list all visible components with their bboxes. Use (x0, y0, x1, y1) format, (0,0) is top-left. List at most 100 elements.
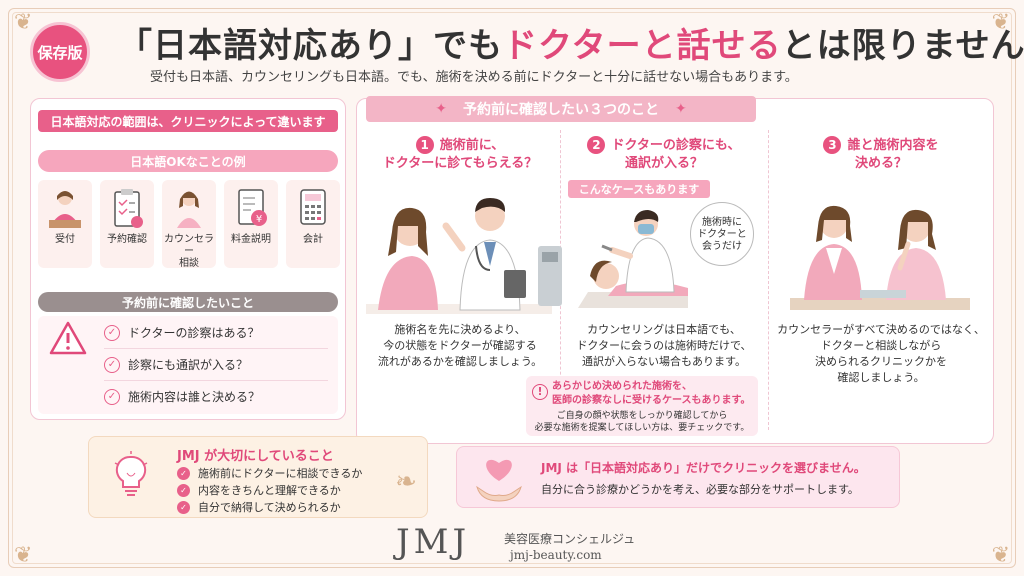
check-area (38, 316, 338, 414)
ok-item-payment: 会計 (286, 180, 340, 268)
step-1-description: 施術名を先に決めるより、 今の状態をドクターが確認する 流れがあるかを確認しまし… (366, 322, 554, 370)
check-icon: ✓ (177, 483, 190, 497)
page-title: 「日本語対応あり」でもドクターと話せるとは限りません (118, 18, 1024, 67)
ok-item-label: 受付 (55, 234, 75, 245)
desc-line: 今の状態をドクターが確認する (383, 339, 537, 352)
consultation-illustration (790, 190, 970, 318)
step-number: 2 (587, 136, 606, 154)
check-icon: ✓ (177, 500, 190, 514)
counselor-icon (169, 186, 209, 230)
ok-item-counselor: カウンセラー 相談 (162, 180, 216, 269)
step-title-line: 施術前に、 (439, 138, 505, 153)
note-title-line: 医師の診察なしに受けるケースもあります。 (552, 395, 751, 406)
ok-item-booking: 予約確認 (100, 180, 154, 268)
corner-ornament-icon: ❦ (991, 10, 1010, 35)
desc-line: 決められるクリニックかを (815, 355, 947, 368)
warning-note: ! あらかじめ決められた施術を、 医師の診察なしに受けるケースもあります。 ご自… (526, 376, 758, 436)
jmj-url[interactable]: jmj-beauty.com (510, 548, 602, 562)
step-number: 3 (823, 136, 842, 154)
check-text: 施術内容は誰と決める？ (128, 390, 261, 404)
note-body-line: ご自身の顔や状態をしっかり確認してから (556, 411, 728, 421)
check-item-1: ✓ ドクターの診察はある？ (104, 324, 260, 341)
step-title-line: ドクターの診察にも、 (611, 138, 741, 153)
check-icon: ✓ (104, 388, 120, 405)
desc-line: ドクターに会うのは施術時だけで、 (576, 339, 752, 352)
right-panel-header-text: 予約前に確認したい３つのこと (463, 102, 659, 118)
value-text: 内容をきちんと理解できるか (198, 484, 341, 497)
lightbulb-icon (111, 451, 151, 505)
step-3-title: 3 誰と施術内容を 決める？ (776, 136, 986, 173)
sparkle-icon: ✦ (435, 101, 447, 117)
value-text: 施術前にドクターに相談できるか (198, 467, 363, 480)
alert-icon: ! (532, 384, 548, 400)
corner-ornament-icon: ❦ (991, 543, 1010, 568)
laurel-icon: ❧ (395, 467, 417, 497)
warning-icon (48, 320, 88, 360)
step-title-line: ドクターに診てもらえる？ (382, 156, 538, 171)
check-icon: ✓ (104, 324, 120, 341)
value-item-1: ✓ 施術前にドクターに相談できるか (177, 465, 362, 481)
value-item-2: ✓ 内容をきちんと理解できるか (177, 482, 341, 498)
note-title-line: あらかじめ決められた施術を、 (552, 381, 692, 392)
jmj-logo: JMJ (396, 522, 471, 562)
step-3-description: カウンセラーがすべて決めるのではなく、 ドクターと相談しながら 決められるクリニ… (776, 322, 986, 386)
ok-item-label: 予約確認 (107, 234, 147, 245)
outer-frame (8, 8, 1016, 568)
page-subtitle: 受付も日本語、カウンセリングも日本語。でも、施術を決める前にドクターと十分に話せ… (150, 70, 798, 85)
check-header: 予約前に確認したいこと (38, 292, 338, 312)
check-text: 診察にも通訳が入る？ (128, 358, 249, 372)
svg-text:¥: ¥ (256, 214, 262, 225)
title-part1: 「日本語対応あり」でも (118, 26, 503, 66)
sparkle-icon: ✦ (675, 101, 687, 117)
step-2-title: 2 ドクターの診察にも、 通訳が入る？ (566, 136, 762, 173)
check-item-2: ✓ 診察にも通訳が入る？ (104, 356, 248, 373)
step-2-description: カウンセリングは日本語でも、 ドクターに会うのは施術時だけで、 通訳が入らない場… (564, 322, 764, 370)
desc-line: 通訳が入らない場合もあります。 (582, 355, 746, 368)
desc-line: カウンセリングは日本語でも、 (587, 323, 741, 336)
treatment-illustration (538, 196, 688, 324)
desc-line: ドクターと相談しながら (820, 339, 942, 352)
jmj-values-box: JMJ が大切にしていること ✓ 施術前にドクターに相談できるか ✓ 内容をきちんと… (88, 436, 428, 518)
jmj-values-title: JMJ が大切にしていること (177, 449, 334, 464)
value-text: 自分で納得して決められるか (198, 501, 341, 514)
desc-line: カウンセラーがすべて決めるのではなく、 (777, 323, 985, 336)
ok-header: 日本語OKなことの例 (38, 150, 338, 172)
corner-ornament-icon: ❦ (14, 10, 33, 35)
left-panel-header: 日本語対応の範囲は、クリニックによって違います (38, 110, 338, 132)
column-divider (768, 130, 769, 430)
check-icon: ✓ (104, 356, 120, 373)
step-title-line: 誰と施術内容を (847, 138, 939, 153)
case-label: こんなケースもあります (568, 180, 710, 198)
step-title-line: 通訳が入る？ (624, 156, 703, 171)
check-icon: ✓ (177, 466, 190, 480)
divider (104, 348, 328, 349)
ok-item-reception: 受付 (38, 180, 92, 268)
ok-item-label: 料金説明 (231, 234, 271, 245)
jmj-message-line1: JMJ は「日本語対応あり」だけでクリニックを選びません。 (541, 461, 866, 475)
corner-ornament-icon: ❦ (14, 543, 33, 568)
ok-item-price: ¥ 料金説明 (224, 180, 278, 268)
desc-line: 施術名を先に決めるより、 (394, 323, 526, 336)
divider (104, 380, 328, 381)
bubble-line: ドクターと (697, 229, 747, 240)
title-highlight: ドクターと話せる (503, 26, 782, 66)
jmj-tagline: 美容医療コンシェルジュ (504, 532, 636, 546)
price-document-icon: ¥ (231, 186, 271, 230)
bubble-line: 施術時に (702, 217, 742, 228)
desc-line: 確認しましょう。 (837, 371, 925, 384)
save-badge: 保存版 (30, 22, 90, 82)
calculator-icon (293, 186, 333, 230)
heart-hands-icon (471, 451, 527, 509)
bubble-line: 会うだけ (702, 241, 742, 252)
receptionist-icon (45, 186, 85, 230)
check-text: ドクターの診察はある？ (128, 326, 260, 340)
clipboard-check-icon (107, 186, 147, 230)
jmj-message-box: JMJ は「日本語対応あり」だけでクリニックを選びません。 自分に合う診療かどう… (456, 446, 900, 508)
desc-line: 流れがあるかを確認しましょう。 (377, 355, 543, 368)
ok-item-label: カウンセラー 相談 (164, 234, 214, 269)
step-title-line: 決める？ (854, 156, 907, 171)
speech-bubble: 施術時に ドクターと 会うだけ (690, 202, 754, 266)
doctor-patient-illustration (366, 186, 552, 318)
value-item-3: ✓ 自分で納得して決められるか (177, 499, 341, 515)
